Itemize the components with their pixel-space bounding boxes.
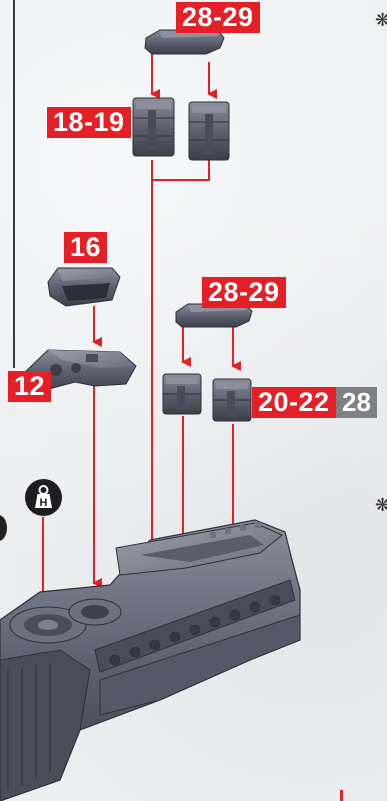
label-gun-block: 12 <box>8 371 51 402</box>
part-sensor-piece <box>48 268 120 306</box>
part-upper-block-left <box>133 98 174 156</box>
part-upper-block-right <box>189 102 229 160</box>
label-mid-cap: 28-29 <box>202 277 286 308</box>
bottom-marker <box>340 790 343 801</box>
label-sensor-piece: 16 <box>64 232 107 263</box>
page-number-badge: 28 <box>336 387 377 418</box>
svg-text:H: H <box>40 497 48 509</box>
label-top-cap: 28-29 <box>176 2 260 33</box>
label-mid-blocks: 20-22 <box>252 387 336 418</box>
part-mid-block-left <box>163 374 201 414</box>
part-hull <box>0 520 300 801</box>
part-mid-block-right <box>213 379 251 421</box>
arrow-upper-blocks-to-hull <box>152 160 209 180</box>
label-upper-blocks: 18-19 <box>47 107 131 138</box>
weight-h-icon: H <box>25 479 62 516</box>
part-top-cap <box>145 30 224 54</box>
